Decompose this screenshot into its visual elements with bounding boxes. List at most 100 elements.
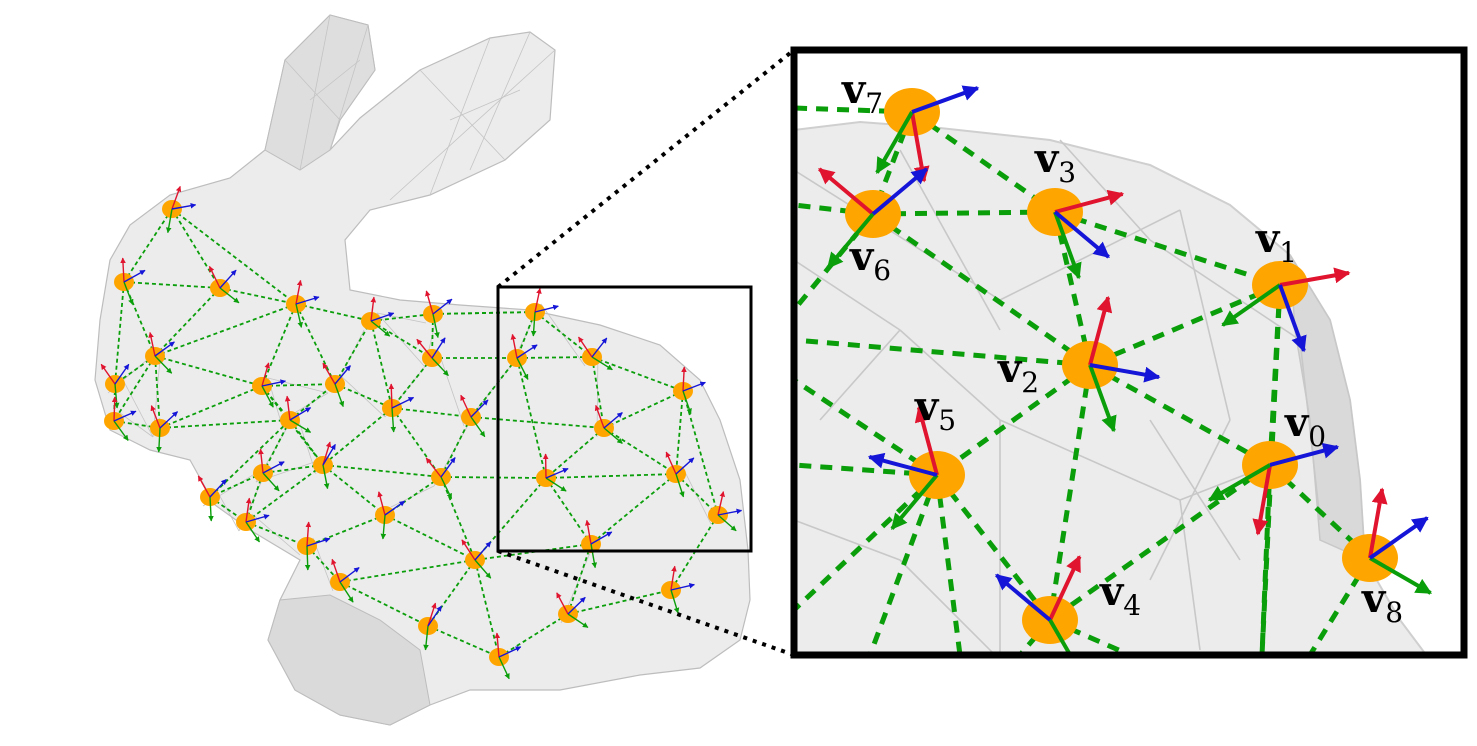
green-axis-arrow: [423, 625, 429, 651]
green-axis-arrow: [208, 496, 214, 522]
graph-edge: [334, 320, 372, 385]
blue-axis-arrow: [498, 646, 522, 658]
green-axis-arrow: [113, 383, 120, 409]
graph-edge: [934, 474, 963, 655]
graph-edge: [935, 473, 1052, 622]
graph-edge: [384, 476, 442, 516]
red-axis-arrow: [150, 405, 161, 429]
graph-edge: [261, 303, 297, 387]
vertex-label-v7: v7: [841, 66, 883, 120]
vertex-label-v4: v4: [1099, 568, 1141, 622]
graph-edge: [545, 427, 605, 479]
green-axis-arrow: [390, 407, 397, 433]
blue-axis-arrow: [262, 461, 285, 474]
graph-edge: [289, 383, 336, 421]
red-axis-arrow: [377, 491, 386, 516]
red-axis-arrow: [331, 558, 341, 583]
red-axis-arrow: [148, 331, 156, 357]
red-axis-arrow: [461, 539, 476, 561]
mesh-edge: [299, 14, 331, 171]
red-axis-arrow: [1368, 487, 1388, 559]
green-axis-arrow: [219, 287, 240, 304]
zoom-wireframe: [794, 139, 1321, 655]
green-axis-arrow: [322, 464, 330, 490]
blue-axis-arrow: [590, 531, 613, 545]
red-axis-arrow: [670, 565, 677, 591]
bunny-graph: [100, 185, 743, 680]
graph-edge: [591, 356, 684, 392]
green-axis-arrow: [516, 357, 529, 380]
blue-axis-arrow: [545, 467, 569, 479]
green-axis-arrow: [295, 303, 303, 328]
graph-edge: [871, 211, 1092, 368]
mesh-edge: [1149, 239, 1301, 341]
green-axis-arrow: [890, 473, 939, 530]
graph-edge: [534, 311, 593, 358]
mesh-edge: [449, 89, 521, 121]
graph-edge: [159, 419, 291, 429]
red-axis-arrow: [1279, 267, 1351, 287]
green-axis-arrow: [567, 613, 589, 629]
green-axis-arrow: [717, 514, 737, 532]
connector-top: [496, 48, 796, 289]
blue-axis-arrow: [322, 443, 336, 466]
blue-axis-arrow: [113, 410, 137, 422]
graph-edge: [603, 427, 677, 475]
mesh-edge: [1299, 339, 1321, 521]
green-axis-arrow: [261, 385, 274, 408]
blue-axis-arrow: [670, 583, 695, 591]
mesh-edge: [794, 519, 901, 561]
mesh-edge: [329, 24, 369, 151]
blue-axis-arrow: [474, 541, 492, 561]
green-axis-arrow: [474, 559, 492, 579]
graph-edge: [427, 625, 500, 658]
red-axis-arrow: [111, 396, 118, 422]
graph-edge: [794, 473, 939, 612]
red-axis-arrow: [258, 448, 264, 474]
blue-axis-arrow: [516, 344, 538, 359]
green-axis-arrow: [304, 545, 311, 571]
graph-edge: [171, 208, 221, 289]
red-axis-arrow: [510, 333, 518, 359]
red-axis-arrow: [494, 632, 501, 658]
blue-axis-arrow: [432, 298, 453, 315]
connector-bottom: [497, 549, 795, 657]
red-axis-arrow: [584, 519, 592, 545]
red-axis-arrow: [425, 290, 434, 315]
blue-axis-arrow: [159, 411, 179, 429]
blue-axis-arrow: [245, 514, 270, 523]
green-axis-arrow: [165, 208, 173, 234]
green-axis-arrow: [113, 420, 129, 441]
green-axis-arrow: [334, 383, 345, 408]
blue-axis-arrow: [209, 478, 227, 498]
mesh-edge: [1059, 139, 1151, 241]
red-axis-arrow: [534, 287, 542, 313]
graph-edge: [567, 543, 592, 615]
blue-axis-arrow: [289, 407, 312, 421]
green-axis-arrow: [245, 521, 261, 543]
graph-edge: [675, 473, 719, 516]
green-axis-arrow: [440, 476, 453, 500]
green-axis-arrow: [498, 656, 510, 680]
green-axis-arrow: [1221, 283, 1282, 327]
graph-edge: [334, 383, 393, 409]
graph-edge: [295, 303, 372, 322]
vertex-label-v8: v8: [1361, 575, 1403, 629]
vertex-label-v0: v0: [1284, 399, 1326, 453]
mesh-edge: [999, 419, 1181, 501]
mesh-edge: [309, 59, 361, 101]
blue-axis-arrow: [603, 412, 623, 429]
graph-edge: [474, 559, 500, 658]
graph-edge: [591, 356, 605, 429]
green-axis-arrow: [370, 320, 391, 337]
green-axis-arrow: [123, 281, 134, 305]
mesh-edge: [899, 559, 997, 655]
green-axis-arrow: [875, 111, 914, 175]
red-axis-arrow: [120, 257, 126, 283]
blue-axis-arrow: [871, 167, 928, 216]
inset-box: [496, 285, 753, 553]
graph-edge: [1048, 462, 1272, 623]
green-axis-arrow: [262, 472, 280, 492]
green-axis-arrow: [339, 581, 354, 603]
mesh-edge: [999, 209, 1181, 301]
